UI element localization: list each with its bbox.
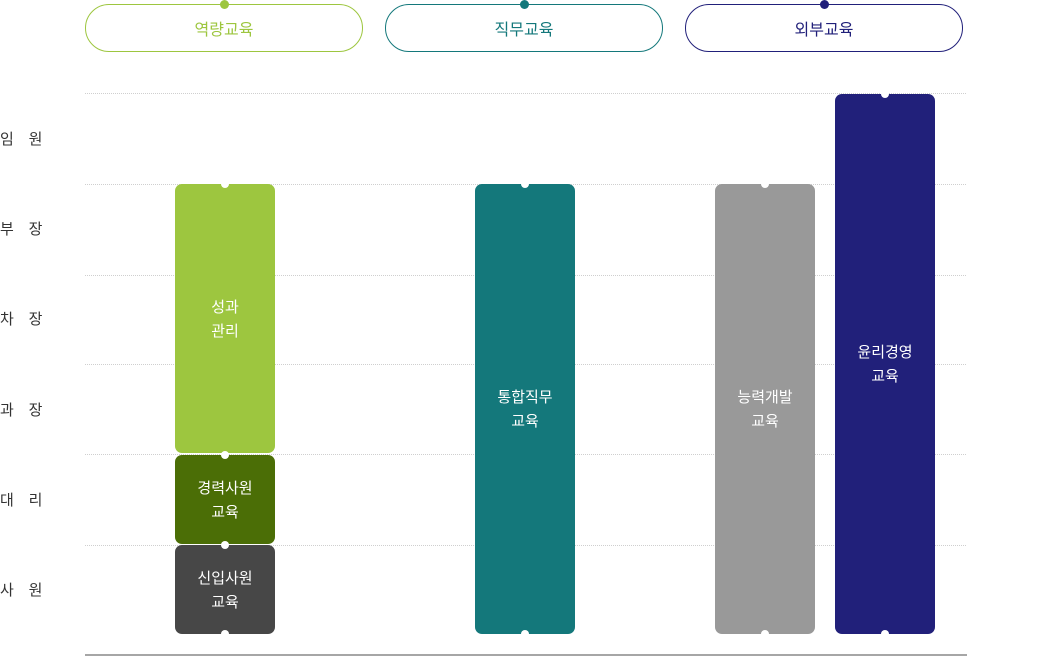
- bar-notch: [761, 630, 769, 638]
- program-performance-management[interactable]: 성과 관리: [175, 180, 275, 453]
- tab-job-education[interactable]: 직무교육: [385, 0, 663, 52]
- tab-label: 직무교육: [494, 20, 554, 39]
- program-integrated-job[interactable]: 통합직무 교육: [475, 180, 575, 638]
- tab-competency-education[interactable]: 역량교육: [85, 0, 363, 52]
- tab-dot: [819, 0, 829, 9]
- tab-label: 역량교육: [194, 20, 254, 39]
- rank-label-executive: 임 원: [0, 130, 48, 148]
- bar-notch: [221, 451, 229, 459]
- program-ethics-management[interactable]: 윤리경영 교육: [835, 90, 935, 638]
- rank-label-assistant-manager: 대 리: [0, 491, 48, 509]
- bar-notch: [221, 630, 229, 638]
- bar-notch: [221, 180, 229, 188]
- bar-notch: [881, 90, 889, 98]
- program-label: 윤리경영 교육: [857, 343, 913, 385]
- program-label: 경력사원 교육: [197, 478, 253, 521]
- tab-dot: [519, 0, 529, 9]
- program-label: 능력개발 교육: [737, 388, 793, 430]
- rank-label-staff: 사 원: [0, 581, 48, 599]
- program-new-hire[interactable]: 신입사원 교육: [175, 541, 275, 638]
- grid-line: [85, 93, 966, 94]
- bar-notch: [221, 541, 229, 549]
- bar-notch: [521, 630, 529, 638]
- program-ability-development[interactable]: 능력개발 교육: [715, 180, 815, 638]
- rank-label-deputy-manager: 차 장: [0, 310, 48, 328]
- rank-label-manager: 과 장: [0, 401, 48, 419]
- program-label: 통합직무 교육: [497, 388, 553, 430]
- program-experienced-hire[interactable]: 경력사원 교육: [175, 451, 275, 544]
- bar-notch: [521, 180, 529, 188]
- bar-notch: [881, 630, 889, 638]
- tab-dot: [219, 0, 229, 9]
- baseline: [85, 654, 967, 656]
- program-label: 성과 관리: [211, 297, 239, 340]
- program-label: 신입사원 교육: [197, 568, 253, 611]
- rank-label-general-manager: 부 장: [0, 220, 48, 238]
- tab-external-education[interactable]: 외부교육: [685, 0, 963, 52]
- tab-label: 외부교육: [794, 20, 854, 39]
- bar-notch: [761, 180, 769, 188]
